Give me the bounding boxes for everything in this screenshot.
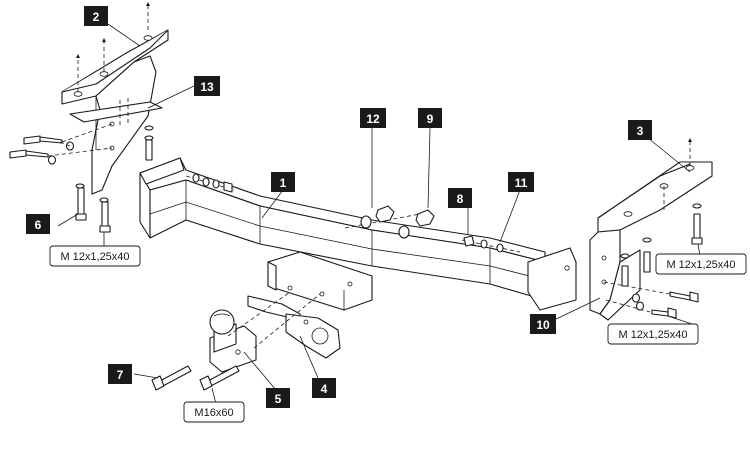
leader-lines xyxy=(57,23,701,405)
callout-12-label: 12 xyxy=(366,112,380,126)
callout-13-label: 13 xyxy=(200,80,214,94)
callout-13: 13 xyxy=(194,76,220,96)
callout-3-label: 3 xyxy=(637,124,644,138)
right-bracket xyxy=(589,161,713,321)
tow-ball xyxy=(209,309,257,373)
spec-bolt-left: M 12x1,25x40 xyxy=(49,245,141,267)
socket-plate xyxy=(247,295,341,359)
callout-2: 2 xyxy=(84,6,108,26)
fasteners xyxy=(9,123,703,391)
spec-bolt-right-lower: M 12x1,25x40 xyxy=(607,323,699,345)
callout-10-label: 10 xyxy=(536,318,550,332)
callout-6-label: 6 xyxy=(35,218,42,232)
callout-10: 10 xyxy=(530,314,556,334)
callout-7-label: 7 xyxy=(117,368,124,382)
callout-11-label: 11 xyxy=(515,176,528,190)
callout-9-label: 9 xyxy=(427,112,434,126)
left-bracket xyxy=(61,29,169,195)
spec-bolt-left-text: M 12x1,25x40 xyxy=(60,251,129,263)
spec-bolt-right-lower-text: M 12x1,25x40 xyxy=(618,329,687,341)
crossbar xyxy=(139,157,577,311)
spec-bolt-right-upper-text: M 12x1,25x40 xyxy=(666,259,735,271)
guide-lines xyxy=(59,2,692,210)
callout-5: 5 xyxy=(266,388,290,408)
callout-12: 12 xyxy=(360,108,386,128)
spec-ball-bolt: M16x60 xyxy=(183,401,245,423)
callout-11: 11 xyxy=(508,172,534,192)
callout-4-label: 4 xyxy=(321,382,328,396)
callout-7: 7 xyxy=(108,364,132,384)
callout-2-label: 2 xyxy=(93,10,100,24)
callout-4: 4 xyxy=(312,378,336,398)
callout-8-label: 8 xyxy=(457,192,464,206)
callout-1-label: 1 xyxy=(280,176,287,190)
spec-ball-bolt-text: M16x60 xyxy=(194,407,233,419)
callout-8: 8 xyxy=(448,188,472,208)
callout-1: 1 xyxy=(271,172,295,192)
callout-5-label: 5 xyxy=(275,392,282,406)
callout-9: 9 xyxy=(418,108,442,128)
spec-bolt-right-upper: M 12x1,25x40 xyxy=(655,253,747,275)
callout-3: 3 xyxy=(628,120,652,140)
callout-6: 6 xyxy=(26,214,50,234)
